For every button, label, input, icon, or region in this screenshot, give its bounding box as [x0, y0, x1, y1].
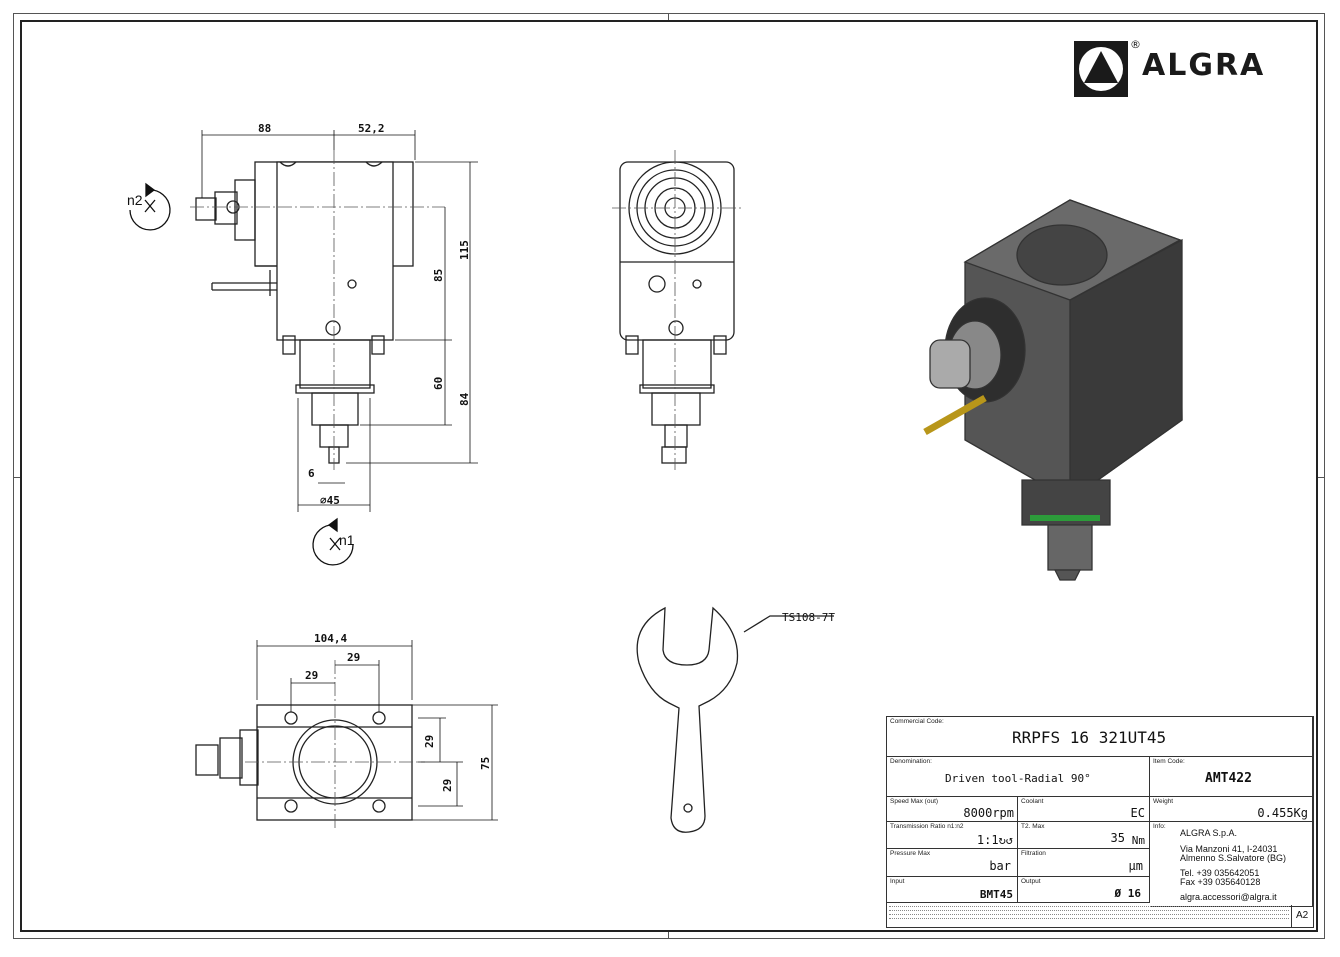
registered-mark: ® [1130, 38, 1141, 51]
info-label: Info: [1153, 823, 1166, 830]
dim-52-2: 52,2 [358, 122, 385, 135]
dim-29-top: 29 [347, 651, 361, 664]
dim-6: 6 [308, 467, 315, 480]
pressure-label: Pressure Max [890, 850, 931, 857]
legal-fine-print [889, 904, 1289, 925]
sheet-outer-border [13, 13, 1325, 939]
dim-60: 60 [432, 376, 445, 390]
weight-cell: Weight 0.455Kg [1150, 797, 1313, 822]
dim-75: 75 [479, 756, 492, 770]
torque-label: T2. Max [1021, 823, 1045, 830]
ratio-cell: Transmission Ratio n1:n2 1:1↻↺ [887, 822, 1018, 849]
title-block: Commercial Code: RRPFS 16 321UT45 Denomi… [886, 716, 1314, 928]
isometric-view [923, 199, 1183, 581]
company-city: Almenno S.Salvatore (BG) [1180, 853, 1287, 863]
weight-value: 0.455Kg [1257, 806, 1308, 820]
item-code-cell: Item Code: AMT422 [1150, 757, 1313, 797]
input-label: Input [890, 878, 905, 885]
wrench-callout: TS108-7T [782, 611, 835, 624]
company-email[interactable]: algra.accessori@algra.it [1180, 892, 1277, 902]
wrench [636, 606, 739, 833]
commercial-code-label: Commercial Code: [890, 718, 944, 725]
sheet-size: A2 [1296, 910, 1309, 921]
center-mark-right [1318, 477, 1325, 478]
output-cell: Output Ø 16 [1018, 877, 1150, 903]
denomination-label: Denomination: [890, 758, 932, 765]
dim-29-right-a: 29 [423, 734, 436, 748]
algra-logo: ® ALGRA [1074, 38, 1304, 98]
rotation-n2-label: n2 [127, 192, 143, 208]
output-label: Output [1021, 878, 1041, 885]
front-view [619, 161, 735, 464]
coolant-cell: Coolant EC [1018, 797, 1150, 822]
commercial-code-value: RRPFS 16 321UT45 [1012, 728, 1167, 747]
fine-print-line [889, 906, 1289, 908]
dim-84: 84 [458, 392, 471, 406]
denomination-cell: Denomination: Driven tool-Radial 90° [887, 757, 1150, 797]
dim-115: 115 [458, 240, 471, 260]
fine-print-line [889, 918, 1289, 920]
speed-label: Speed Max (out) [890, 798, 939, 805]
item-code-value: AMT422 [1205, 771, 1252, 786]
item-code-label: Item Code: [1153, 758, 1185, 765]
company-address: Via Manzoni 41, I-24031 [1180, 844, 1278, 854]
ratio-value: 1:1↻↺ [976, 833, 1013, 847]
pressure-value: bar [989, 859, 1011, 873]
coolant-label: Coolant [1021, 798, 1044, 805]
company-fax: Fax +39 035640128 [1180, 877, 1261, 887]
filtration-label: Filtration [1021, 850, 1046, 857]
company-name: ALGRA S.p.A. [1180, 828, 1238, 838]
speed-value: 8000rpm [963, 806, 1014, 820]
commercial-code-cell: Commercial Code: RRPFS 16 321UT45 [887, 717, 1313, 757]
brand-name: ALGRA [1142, 48, 1266, 83]
info-cell: Info: ALGRA S.p.A. Via Manzoni 41, I-240… [1150, 822, 1313, 907]
dim-88: 88 [258, 122, 272, 135]
logo-triangle-icon [1074, 41, 1128, 97]
rotation-n1-icon [312, 524, 354, 566]
sheet-inner-border [20, 20, 1318, 932]
dim-diameter-45: ∅45 [320, 494, 340, 507]
dim-85: 85 [432, 268, 445, 282]
output-value: Ø 16 [1114, 887, 1142, 900]
pressure-cell: Pressure Max bar [887, 849, 1018, 877]
sheet-size-cell: A2 [1291, 905, 1313, 927]
input-cell: Input BMT45 [887, 877, 1018, 903]
dim-29-left: 29 [305, 669, 319, 682]
filtration-cell: Filtration μm [1018, 849, 1150, 877]
center-mark-bottom [668, 932, 669, 939]
fine-print-line [889, 914, 1289, 916]
company-phone: Tel. +39 035642051 [1180, 868, 1260, 878]
weight-label: Weight [1153, 798, 1174, 805]
dim-104-4: 104,4 [314, 632, 348, 645]
ratio-label: Transmission Ratio n1:n2 [890, 823, 964, 830]
center-mark-top [668, 13, 669, 20]
center-mark-left [13, 477, 20, 478]
dim-29-right-b: 29 [441, 778, 454, 792]
rotation-n2-icon [129, 189, 171, 231]
torque-cell: T2. Max 35 Nm [1018, 822, 1150, 849]
torque-unit: Nm [1131, 834, 1145, 847]
fine-print-line [889, 910, 1289, 912]
coolant-value: EC [1130, 806, 1145, 820]
input-value: BMT45 [979, 888, 1013, 901]
filtration-value: μm [1128, 859, 1143, 873]
rotation-n1-label: n1 [339, 532, 355, 548]
bottom-view [195, 704, 413, 821]
torque-value: 35 [1110, 831, 1125, 845]
speed-cell: Speed Max (out) 8000rpm [887, 797, 1018, 822]
denomination-value: Driven tool-Radial 90° [945, 772, 1091, 785]
